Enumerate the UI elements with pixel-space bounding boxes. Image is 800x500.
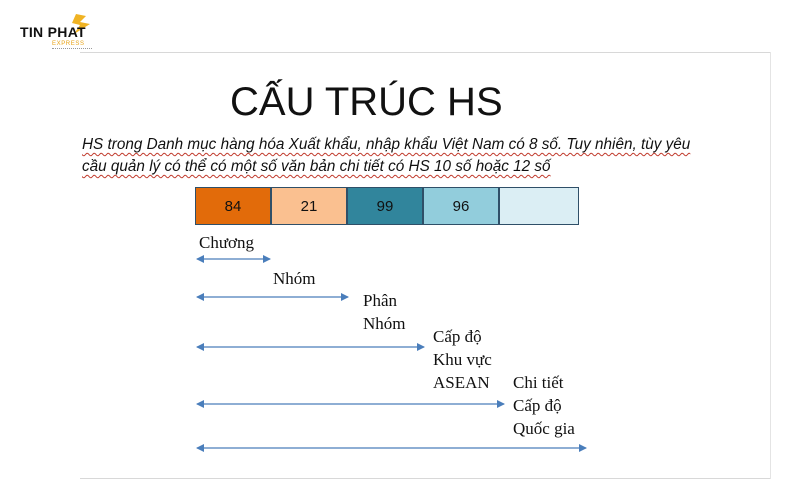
hs-box-chapter: 84	[195, 187, 271, 225]
logo-name: TIN PHAT	[20, 24, 86, 40]
label-subheading-line-1: Phân	[363, 291, 397, 310]
logo-sub: EXPRESS	[52, 41, 85, 47]
label-national-line-1: Chi tiết	[513, 373, 564, 392]
label-national: Chi tiết Cấp độ Quốc gia	[513, 371, 575, 440]
slide-bottom-border	[80, 478, 770, 479]
label-asean-line-2: Khu vực	[433, 350, 492, 369]
label-heading: Nhóm	[273, 267, 316, 290]
label-national-line-2: Cấp độ	[513, 396, 562, 415]
label-national-line-3: Quốc gia	[513, 419, 575, 438]
label-asean-line-1: Cấp độ	[433, 327, 482, 346]
slide-right-border	[770, 52, 771, 479]
hs-box-national	[499, 187, 579, 225]
label-asean-line-3: ASEAN	[433, 373, 490, 392]
lightning-icon	[72, 14, 90, 34]
label-chapter: Chương	[199, 231, 254, 254]
label-subheading: Phân Nhóm	[363, 289, 406, 335]
label-chapter-line-1: Chương	[199, 233, 255, 252]
hs-box-heading: 21	[271, 187, 347, 225]
label-heading-line-1: Nhóm	[273, 269, 316, 288]
slide-top-border	[80, 52, 770, 53]
description: HS trong Danh mục hàng hóa Xuất khẩu, nh…	[82, 134, 772, 178]
label-asean: Cấp độ Khu vực ASEAN	[433, 325, 492, 394]
logo-tagline-line	[52, 48, 92, 51]
hs-box-subheading: 99	[347, 187, 423, 225]
description-line-1: HS trong Danh mục hàng hóa Xuất khẩu, nh…	[82, 136, 691, 153]
hs-box-asean: 96	[423, 187, 499, 225]
slide-title: CẤU TRÚC HS	[230, 80, 503, 124]
label-subheading-line-2: Nhóm	[363, 314, 406, 333]
company-logo: TIN PHAT EXPRESS	[14, 12, 104, 52]
description-line-2: cầu quản lý có thể có một số văn bản chi…	[82, 158, 551, 175]
